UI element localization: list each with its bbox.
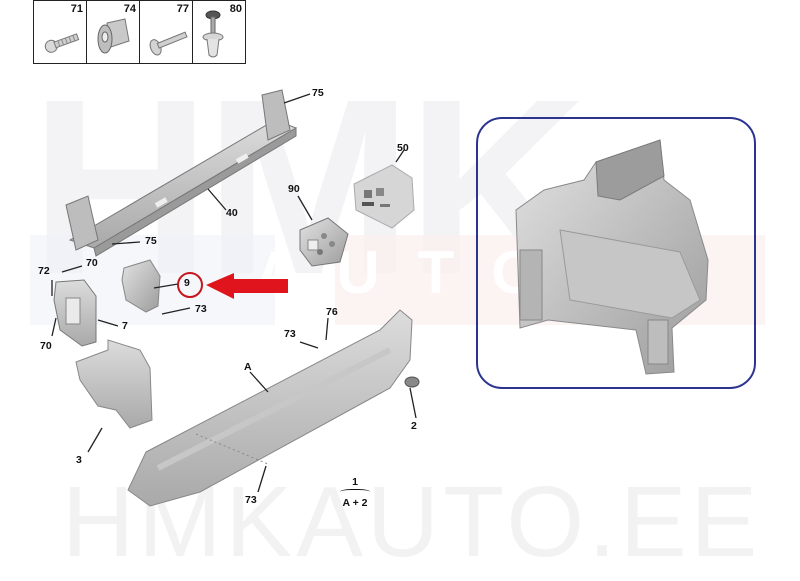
bumper-cover[interactable] [127,309,413,507]
callout-76[interactable]: 76 [326,306,338,318]
callout-73-bumper-top[interactable]: 73 [284,328,296,340]
fastener-number: 77 [176,3,189,15]
callout-70-top[interactable]: 70 [86,257,98,269]
callout-73-bumper-bottom[interactable]: 73 [245,494,257,506]
callout-A[interactable]: A [244,361,252,373]
clip-nut-icon [97,18,130,54]
callout-73-bracket[interactable]: 73 [195,303,207,315]
callout-7[interactable]: 7 [122,320,128,332]
fastener-inset: 71 74 77 80 [33,0,246,64]
fastener-cell[interactable]: 77 [140,1,193,63]
assembly-composition: A + 2 [342,497,368,509]
fastener-number: 71 [70,3,83,15]
module-90[interactable] [299,217,349,267]
detail-bracket-image [515,139,709,375]
fastener-number: 74 [123,3,136,15]
callout-9[interactable]: 9 [184,277,190,289]
detail-view-frame [476,117,756,389]
flange-bolt-icon [149,31,188,56]
fastener-cell[interactable]: 80 [193,1,245,63]
assembly-number: 1 [352,476,358,488]
callout-50[interactable]: 50 [397,142,409,154]
callout-2[interactable]: 2 [411,420,417,432]
callout-40[interactable]: 40 [226,207,238,219]
push-rivet-icon [202,10,224,58]
highlight-arrow-icon [206,273,288,299]
reinforcement-beam[interactable] [65,89,298,257]
callout-90[interactable]: 90 [288,183,300,195]
callout-75-top[interactable]: 75 [312,87,324,99]
side-bracket[interactable] [53,279,97,347]
highlighted-bracket-small[interactable] [121,259,161,313]
callout-70-bottom[interactable]: 70 [40,340,52,352]
callout-3[interactable]: 3 [76,454,82,466]
fastener-cell[interactable]: 71 [34,1,87,63]
corner-trim[interactable] [75,339,153,429]
screw-icon [44,33,80,53]
tow-cover[interactable] [404,376,420,388]
brace-icon [340,489,370,496]
fastener-cell[interactable]: 74 [87,1,140,63]
module-50[interactable] [353,164,415,229]
highlight-ring [177,272,203,298]
callout-72[interactable]: 72 [38,265,50,277]
assembly-note: 1 A + 2 [338,476,372,509]
callout-75-bottom[interactable]: 75 [145,235,157,247]
fastener-number: 80 [229,3,242,15]
